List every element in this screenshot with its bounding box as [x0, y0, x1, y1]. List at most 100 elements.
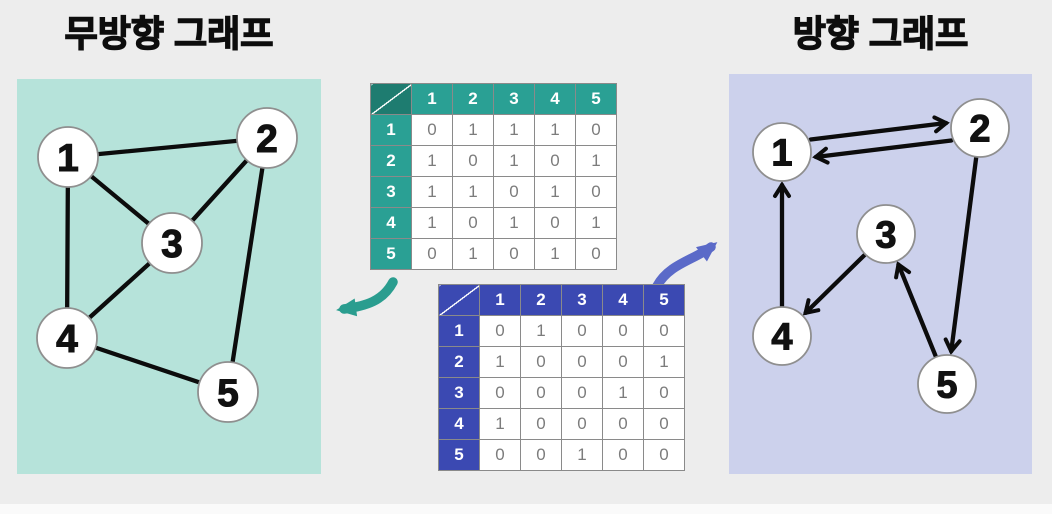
directed-graph-edge	[894, 261, 938, 359]
matrix-cell: 0	[520, 408, 562, 440]
matrix-row-header: 5	[438, 439, 480, 471]
matrix-cell: 1	[602, 377, 644, 409]
matrix-cell: 0	[561, 346, 603, 378]
matrix-col-header: 4	[534, 83, 576, 115]
graph-node-label: 1	[771, 133, 792, 175]
graph-edge	[65, 135, 270, 160]
matrix-cell: 0	[561, 408, 603, 440]
matrix-cell: 1	[493, 114, 535, 146]
matrix-cell: 0	[493, 238, 535, 270]
graph-node	[856, 204, 916, 264]
matrix-cell: 0	[411, 114, 453, 146]
matrix-row-header: 1	[370, 114, 412, 146]
matrix-cell: 1	[534, 114, 576, 146]
graph-node-label: 5	[217, 372, 239, 415]
matrix-cell: 0	[602, 315, 644, 347]
undirected-graph-title: 무방향 그래프	[64, 12, 274, 54]
directed-graph-edge	[808, 115, 950, 142]
matrix-cell: 1	[561, 439, 603, 471]
matrix-cell: 0	[575, 114, 617, 146]
graph-node	[917, 354, 977, 414]
matrix-col-header: 5	[575, 83, 617, 115]
graph-node-label: 3	[161, 223, 183, 266]
matrix-cell: 1	[643, 346, 685, 378]
matrix-cell: 0	[575, 176, 617, 208]
matrix-col-header: 1	[479, 284, 521, 316]
matrix-cell: 1	[520, 315, 562, 347]
matrix-corner-cell	[370, 83, 412, 115]
matrix-cell: 1	[452, 238, 494, 270]
matrix-cell: 1	[411, 176, 453, 208]
matrix-cell: 0	[643, 408, 685, 440]
graph-node-label: 2	[256, 118, 278, 161]
graph-node	[236, 107, 298, 169]
matrix-row-header: 4	[438, 408, 480, 440]
matrix-row-header: 4	[370, 207, 412, 239]
graph-node-label: 5	[936, 365, 957, 407]
matrix-col-header: 2	[452, 83, 494, 115]
directed-graph-edge	[802, 252, 867, 316]
matrix-cell: 1	[411, 207, 453, 239]
matrix-cell: 1	[479, 408, 521, 440]
directed-graph-edge	[943, 155, 979, 355]
matrix-to-directed-arrow-icon	[652, 242, 718, 291]
directed-graph-title: 방향 그래프	[792, 12, 969, 54]
graph-node	[197, 361, 259, 423]
matrix-cell: 0	[479, 377, 521, 409]
graph-node	[752, 122, 812, 182]
matrix-corner-cell	[438, 284, 480, 316]
matrix-row-header: 2	[370, 145, 412, 177]
matrix-cell: 0	[479, 439, 521, 471]
matrix-cell: 0	[561, 377, 603, 409]
bottom-strip	[0, 504, 1052, 514]
matrix-row-header: 2	[438, 346, 480, 378]
graph-node	[141, 212, 203, 274]
graph-node	[36, 307, 98, 369]
graph-node-label: 1	[57, 137, 79, 180]
matrix-cell: 0	[602, 346, 644, 378]
matrix-cell: 0	[643, 377, 685, 409]
matrix-to-undirected-arrow-icon	[336, 277, 398, 317]
graph-node-label: 4	[56, 318, 78, 361]
graph-node	[752, 306, 812, 366]
graph-node	[37, 126, 99, 188]
matrix-cell: 0	[602, 408, 644, 440]
matrix-cell: 0	[520, 346, 562, 378]
matrix-cell: 0	[411, 238, 453, 270]
undirected-graph: 1 2 3 4 5	[36, 107, 298, 423]
graph-node-label: 3	[875, 215, 896, 257]
matrix-cell: 1	[493, 207, 535, 239]
matrix-row-header: 5	[370, 238, 412, 270]
matrix-col-header: 2	[520, 284, 562, 316]
matrix-cell: 1	[411, 145, 453, 177]
matrix-cell: 1	[479, 346, 521, 378]
matrix-cell: 0	[643, 315, 685, 347]
matrix-cell: 0	[602, 439, 644, 471]
matrix-cell: 0	[534, 207, 576, 239]
matrix-cell: 1	[493, 145, 535, 177]
matrix-cell: 0	[643, 439, 685, 471]
matrix-col-header: 3	[493, 83, 535, 115]
matrix-cell: 0	[520, 377, 562, 409]
matrix-row-header: 3	[370, 176, 412, 208]
graph-edge	[225, 135, 270, 395]
matrix-col-header: 3	[561, 284, 603, 316]
matrix-cell: 0	[493, 176, 535, 208]
graph-node-label: 4	[771, 317, 792, 359]
matrix-cell: 1	[534, 238, 576, 270]
graph-node	[950, 98, 1010, 158]
matrix-cell: 1	[452, 114, 494, 146]
matrix-cell: 0	[479, 315, 521, 347]
